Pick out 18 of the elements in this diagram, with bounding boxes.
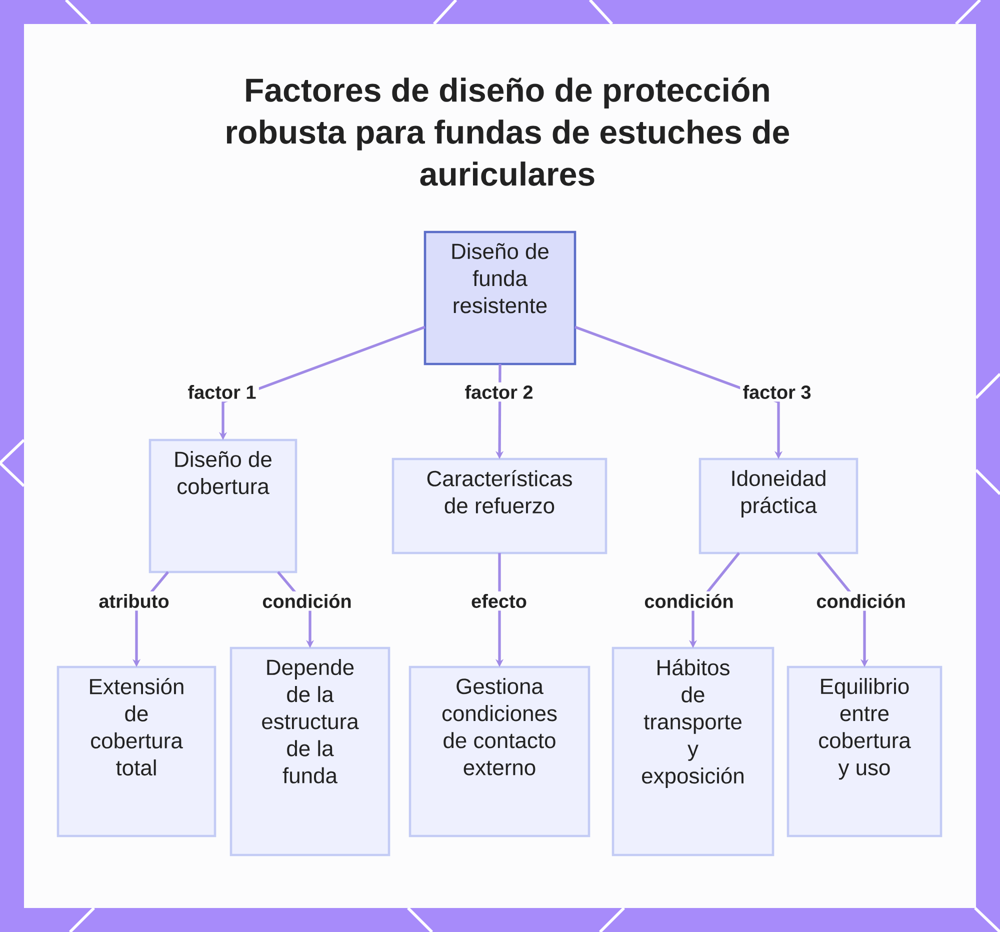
edge-label: condición [814,591,908,611]
concept-box: Diseño de cobertura [148,438,298,574]
edge-label: factor 3 [740,382,814,402]
edge-label: atributo [96,591,172,611]
edge-label: factor 1 [185,382,259,402]
concept-box: Diseño de funda resistente [424,230,576,366]
concept-box: Hábitos de transporte y exposición [612,646,774,856]
concept-box: Equilibrio entre cobertura y uso [786,666,942,838]
concept-box: Características de refuerzo [392,458,608,554]
edge-label: factor 2 [462,382,536,402]
concept-box: Gestiona condiciones de contacto externo [408,666,590,838]
edge-label: condición [260,591,354,611]
title: Factores de diseño de protección robusta para fundas de estuches de auriculares [226,77,790,186]
concept-box: Extensión de cobertura total [56,666,216,838]
edge-label: efecto [468,591,530,611]
concept-box: Depende de la estructura de la funda [230,646,390,856]
edge-label: condición [642,591,736,611]
concept-box: Idoneidad práctica [698,458,858,554]
